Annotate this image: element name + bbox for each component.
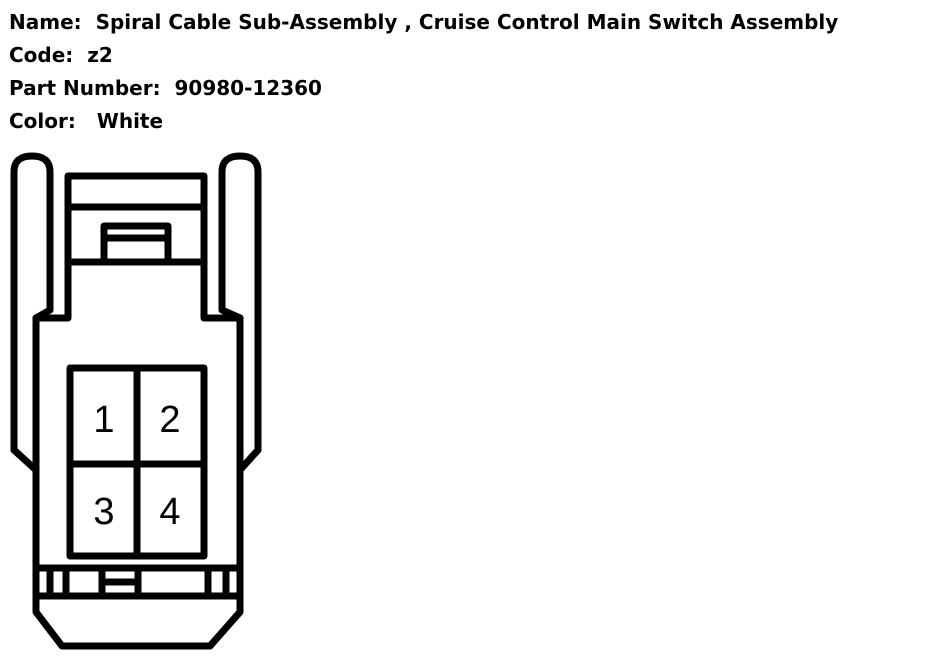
part-number-label: Part Number: [9,76,161,100]
name-label: Name: [9,10,82,34]
left-latch-arm [10,152,54,454]
color-label: Color: [9,109,76,133]
code-value: z2 [87,43,113,67]
code-row: Code: z2 [9,39,838,72]
pin-label-1: 1 [93,399,114,441]
left-arm-bottom [10,446,40,474]
lock-tab [100,222,172,266]
right-latch-arm [218,152,262,454]
connector-diagram: 1 2 3 4 [10,152,262,650]
part-number-row: Part Number: 90980-12360 [9,72,838,105]
connector-body-outline [32,172,244,650]
color-row: Color: White [9,105,838,138]
part-number-value: 90980-12360 [174,76,322,100]
color-value: White [96,109,164,133]
name-row: Name: Spiral Cable Sub-Assembly , Cruise… [9,6,838,39]
code-label: Code: [9,43,74,67]
name-value: Spiral Cable Sub-Assembly , Cruise Contr… [95,10,839,34]
pin-label-2: 2 [159,399,180,441]
pin-label-3: 3 [93,491,114,533]
pin-label-4: 4 [159,491,180,533]
connector-info: Name: Spiral Cable Sub-Assembly , Cruise… [9,6,838,138]
